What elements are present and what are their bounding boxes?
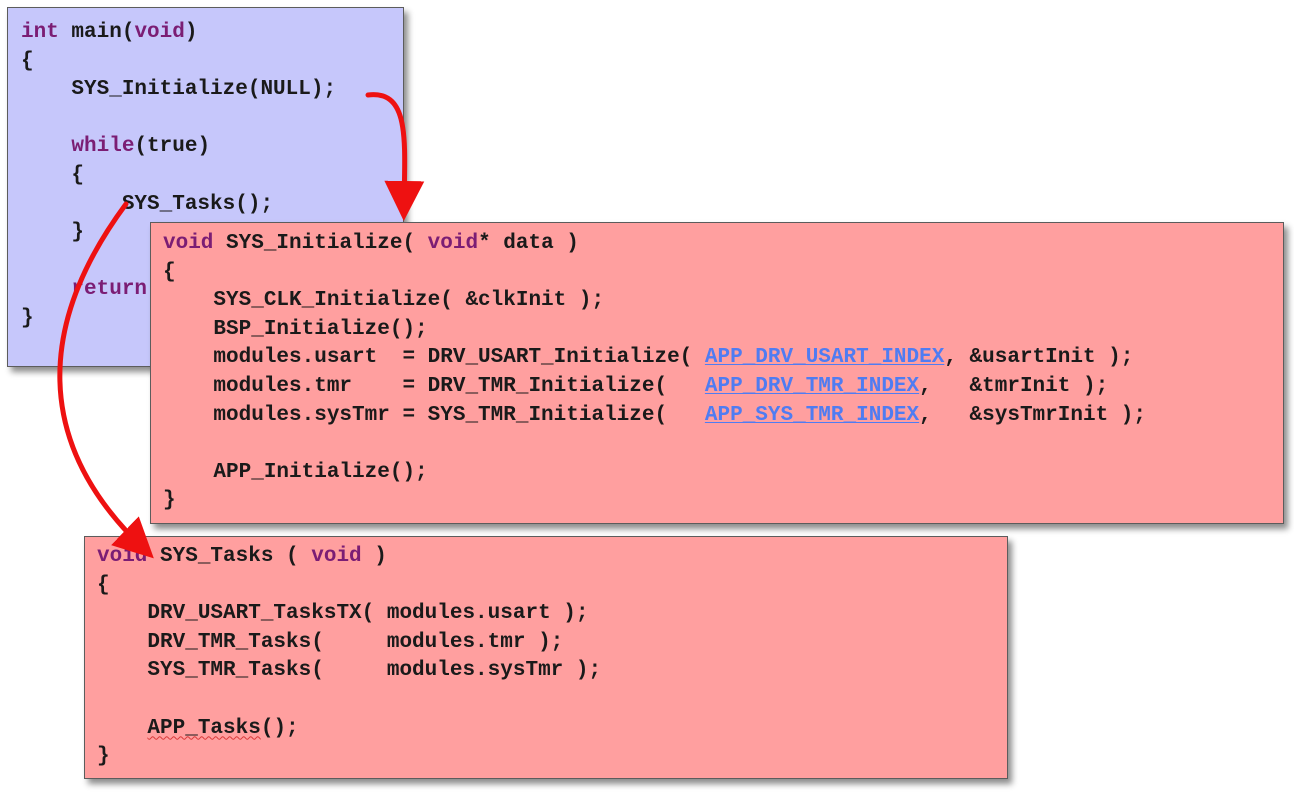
code-token-plain: * data ) bbox=[478, 232, 579, 255]
code-line bbox=[97, 686, 1007, 715]
code-token-plain: modules.tmr = DRV_TMR_Initialize( bbox=[163, 374, 705, 398]
code-token-macro: APP_DRV_TMR_INDEX bbox=[704, 374, 920, 398]
code-line: SYS_TMR_Tasks( modules.sysTmr ); bbox=[97, 657, 1007, 686]
code-token-plain: modules.sysTmr = SYS_TMR_Initialize( bbox=[163, 403, 705, 427]
code-line: { bbox=[21, 48, 403, 77]
code-line: DRV_TMR_Tasks( modules.tmr ); bbox=[97, 629, 1007, 658]
code-line: SYS_Tasks(); bbox=[21, 191, 403, 220]
code-line: void SYS_Initialize( void* data ) bbox=[163, 230, 1283, 259]
code-line: modules.tmr = DRV_TMR_Initialize( APP_DR… bbox=[163, 373, 1283, 402]
code-token-macro: APP_SYS_TMR_INDEX bbox=[704, 403, 920, 427]
code-token-squiggle: APP_Tasks bbox=[147, 716, 261, 740]
code-token-plain: ) bbox=[184, 21, 198, 44]
code-token-plain: SYS_Initialize( bbox=[213, 232, 428, 255]
code-line: void SYS_Tasks ( void ) bbox=[97, 543, 1007, 572]
code-token-plain: DRV_TMR_Tasks( modules.tmr ); bbox=[97, 630, 564, 654]
code-line: SYS_Initialize(NULL); bbox=[21, 76, 403, 105]
code-token-plain: { bbox=[163, 260, 176, 284]
code-token-keyword: void bbox=[97, 545, 148, 568]
code-token-plain: { bbox=[21, 49, 34, 73]
code-token-keyword: int bbox=[21, 21, 59, 44]
code-token-keyword: void bbox=[311, 545, 362, 568]
code-token-plain: (); bbox=[260, 716, 299, 740]
code-token-plain: DRV_USART_TasksTX( modules.usart ); bbox=[97, 602, 589, 626]
code-line: { bbox=[97, 572, 1007, 601]
code-token-plain: SYS_Initialize(NULL); bbox=[21, 78, 337, 102]
code-token-plain: , &sysTmrInit ); bbox=[919, 403, 1146, 427]
code-token-plain: , &tmrInit ); bbox=[919, 374, 1109, 398]
code-token-plain: , &usartInit ); bbox=[944, 346, 1134, 370]
code-token-plain: } bbox=[21, 306, 34, 330]
code-line: } bbox=[97, 743, 1007, 772]
code-line: { bbox=[21, 162, 403, 191]
code-line: while(true) bbox=[21, 133, 403, 162]
code-token-keyword: void bbox=[134, 21, 185, 44]
code-token-keyword: void bbox=[427, 232, 479, 255]
code-token-plain: main( bbox=[58, 21, 135, 44]
code-token-plain: APP_Initialize(); bbox=[163, 460, 428, 484]
code-line: APP_Tasks(); bbox=[97, 715, 1007, 744]
code-token-plain bbox=[21, 278, 71, 301]
code-token-plain: SYS_Tasks(); bbox=[21, 192, 274, 216]
code-line: BSP_Initialize(); bbox=[163, 316, 1283, 345]
code-line: int main(void) bbox=[21, 19, 403, 48]
code-token-plain: SYS_Tasks ( bbox=[147, 545, 312, 568]
code-line: } bbox=[21, 305, 403, 334]
code-token-plain: ) bbox=[361, 545, 387, 568]
code-token-plain: { bbox=[97, 573, 110, 597]
code-line: APP_Initialize(); bbox=[163, 459, 1283, 488]
code-token-keyword: return bbox=[71, 278, 148, 302]
code-line: { bbox=[163, 259, 1283, 288]
code-token-plain: } bbox=[21, 221, 85, 245]
code-line: modules.sysTmr = SYS_TMR_Initialize( APP… bbox=[163, 402, 1283, 431]
code-token-plain: BSP_Initialize(); bbox=[163, 317, 428, 341]
code-token-keyword: void bbox=[163, 232, 214, 255]
sys-tasks-code-box: void SYS_Tasks ( void ){ DRV_USART_Tasks… bbox=[84, 536, 1008, 779]
sys-initialize-code-box: void SYS_Initialize( void* data ){ SYS_C… bbox=[150, 222, 1284, 524]
code-line: modules.usart = DRV_USART_Initialize( AP… bbox=[163, 344, 1283, 373]
code-token-plain: { bbox=[21, 163, 85, 187]
code-token-plain: (true) bbox=[134, 135, 211, 159]
code-line: } bbox=[163, 487, 1283, 516]
code-token-plain bbox=[21, 135, 71, 158]
code-token-plain: } bbox=[97, 745, 110, 769]
code-line: SYS_CLK_Initialize( &clkInit ); bbox=[163, 287, 1283, 316]
code-token-plain: } bbox=[163, 489, 176, 513]
code-token-macro: APP_DRV_USART_INDEX bbox=[704, 346, 945, 370]
code-token-keyword: while bbox=[71, 135, 135, 159]
code-token-plain: modules.usart = DRV_USART_Initialize( bbox=[163, 346, 705, 370]
code-line: DRV_USART_TasksTX( modules.usart ); bbox=[97, 600, 1007, 629]
code-token-plain: SYS_TMR_Tasks( modules.sysTmr ); bbox=[97, 659, 602, 683]
code-line bbox=[21, 105, 403, 134]
code-token-plain bbox=[97, 717, 147, 740]
code-token-plain: SYS_CLK_Initialize( &clkInit ); bbox=[163, 289, 605, 313]
code-line bbox=[163, 430, 1283, 459]
